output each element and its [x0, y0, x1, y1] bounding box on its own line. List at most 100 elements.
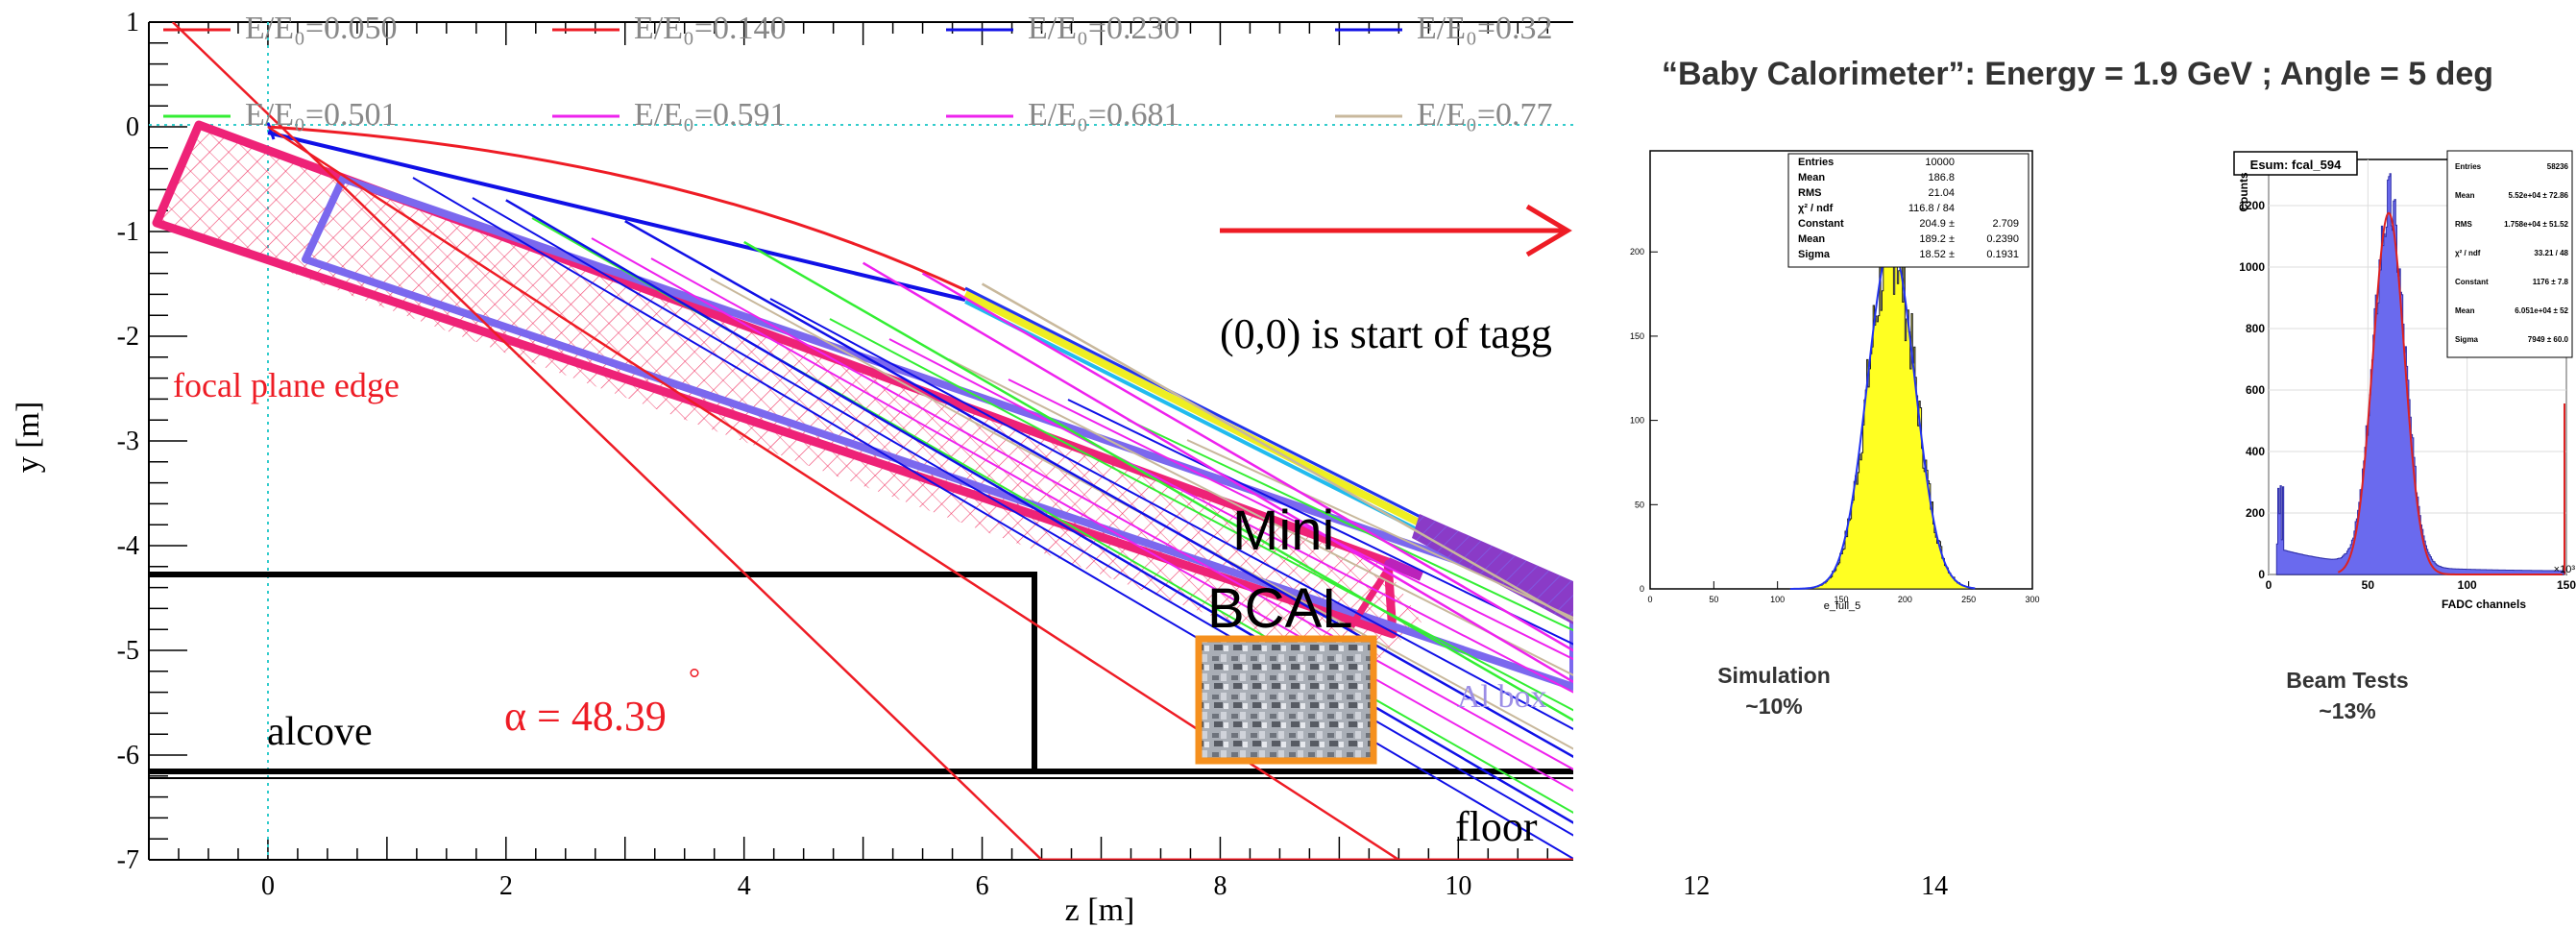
series-line	[505, 199, 1638, 860]
beam-x-tick-label: 100	[2458, 578, 2477, 592]
y-tick-label: 0	[126, 112, 139, 142]
sim-stat-value: 21.04	[1928, 187, 1955, 199]
beam-title-box	[2233, 151, 2358, 176]
sim-stat-value: 10000	[1925, 157, 1955, 168]
trajectory-line	[591, 237, 1697, 860]
y-tick-label: -3	[117, 427, 139, 456]
beam-caption-2: ~13%	[2319, 698, 2375, 723]
y-tick-label: -1	[117, 217, 139, 247]
beam-stat-name: χ² / ndf	[2455, 249, 2481, 257]
beam-stat-name: Constant	[2455, 278, 2489, 286]
series-line	[624, 220, 1757, 860]
beam-stats-frame	[2446, 150, 2573, 358]
sim-stat-name: Mean	[1798, 172, 1825, 183]
bcal-label: BCAL	[1207, 577, 1353, 640]
sim-stat-name: Mean	[1798, 233, 1825, 245]
sim-y-tick-label: 0	[1640, 584, 1644, 594]
beam-stat-value: 33.21 / 48	[2534, 249, 2568, 257]
sim-x-tick-label: 0	[1647, 595, 1652, 604]
sim-stat-name: Entries	[1798, 157, 1834, 168]
alpha-label: α = 48.39	[504, 693, 667, 740]
sim-x-tick-label: 200	[1898, 595, 1912, 604]
focal-plane-label: focal plane edge	[173, 366, 400, 404]
sim-stat-value: 186.8	[1928, 172, 1955, 183]
sim-stat-value: 189.2 ±	[1919, 233, 1955, 245]
sim-stat-value: 116.8 / 84	[1908, 203, 1955, 214]
legend-label: E/E₀=0.140	[634, 11, 787, 46]
legend-label: E/E₀=0.77	[1417, 97, 1553, 133]
legend-label: E/E₀=0.501	[245, 97, 398, 133]
sim-x-tick-label: 100	[1770, 595, 1785, 604]
legend-label: E/E₀=0.050	[245, 11, 398, 46]
blue-start-tick	[266, 122, 276, 140]
trajectory-line	[650, 257, 1738, 860]
legend-label: E/E₀=0.681	[1028, 97, 1180, 133]
alcove-outline	[149, 572, 1037, 771]
beam-y-tick-label: 1000	[2239, 260, 2265, 274]
sim-y-tick-label: 150	[1630, 331, 1644, 341]
y-tick-label: -4	[117, 531, 139, 561]
sim-x-tick-label: 150	[1834, 595, 1848, 604]
beam-stat-name: Sigma	[2455, 335, 2479, 344]
beam-y-tick-label: 0	[2258, 568, 2265, 581]
sim-x-tick-label: 300	[2025, 595, 2039, 604]
mini-bcal-photo-shade	[1203, 643, 1370, 757]
alpha-degree: °	[689, 663, 700, 695]
sim-stat-name: Constant	[1798, 218, 1844, 230]
beam-y-tick-label: 400	[2246, 445, 2265, 458]
beam-stat-value: 1.758e+04 ± 51.52	[2504, 220, 2568, 229]
beam-stat-value: 5.52e+04 ± 72.86	[2509, 191, 2569, 200]
sim-caption-2: ~10%	[1745, 694, 1802, 719]
trajectory-line	[412, 177, 1576, 860]
x-tick-label: 2	[499, 871, 513, 901]
y-tick-label: -7	[117, 845, 139, 875]
sim-stat-error: 0.1931	[1986, 249, 2019, 260]
y-axis-label: y [m]	[11, 402, 46, 474]
beam-x-label: FADC channels	[2442, 598, 2526, 611]
beam-stat-value: 1176 ± 7.8	[2533, 278, 2569, 286]
beam-caption-1: Beam Tests	[2286, 668, 2408, 693]
floor-label: floor	[1455, 803, 1538, 850]
beam-stat-name: RMS	[2455, 220, 2472, 229]
sim-y-tick-label: 100	[1630, 416, 1644, 426]
x-tick-label: 10	[1445, 871, 1471, 901]
sim-y-tick-label: 50	[1635, 500, 1644, 509]
alcove-label: alcove	[267, 710, 373, 754]
sim-x-tick-label: 50	[1709, 595, 1718, 604]
beam-x-tick-label: 150	[2557, 578, 2576, 592]
headline: “Baby Calorimeter”: Energy = 1.9 GeV ; A…	[1662, 56, 2493, 92]
beam-x-tick-label: 50	[2362, 578, 2375, 592]
y-tick-label: -2	[117, 322, 139, 352]
sim-stats-frame	[1787, 153, 2029, 268]
x-tick-label: 0	[261, 871, 275, 901]
mini-label: Mini	[1232, 500, 1334, 562]
beam-stat-name: Mean	[2455, 306, 2475, 315]
beam-x-tick-label: 0	[2266, 578, 2272, 592]
series-line	[171, 22, 2054, 860]
beam-y-tick-label: 600	[2246, 383, 2265, 397]
mini-bcal-photo-frame	[1195, 635, 1377, 765]
beam-y-tick-label: 200	[2246, 506, 2265, 520]
beam-x-scale: ×10³	[2554, 564, 2576, 575]
x-tick-label: 12	[1683, 871, 1710, 901]
legend-label: E/E₀=0.32	[1417, 11, 1553, 46]
y-tick-label: 1	[126, 8, 139, 37]
x-axis-label: z [m]	[1065, 892, 1135, 928]
series-line	[267, 125, 2054, 860]
al-box-label: Al box	[1457, 679, 1547, 715]
sim-stat-name: χ² / ndf	[1798, 203, 1834, 214]
beam-stat-name: Mean	[2455, 191, 2475, 200]
blue-edge-line	[267, 131, 966, 302]
y-tick-label: -6	[117, 741, 139, 770]
sim-caption-1: Simulation	[1717, 663, 1831, 688]
beam-stat-value: 6.051e+04 ± 52	[2515, 306, 2568, 315]
legend-label: E/E₀=0.591	[634, 97, 787, 133]
beam-fit-curve	[2337, 211, 2563, 575]
x-tick-label: 14	[1921, 871, 1948, 901]
